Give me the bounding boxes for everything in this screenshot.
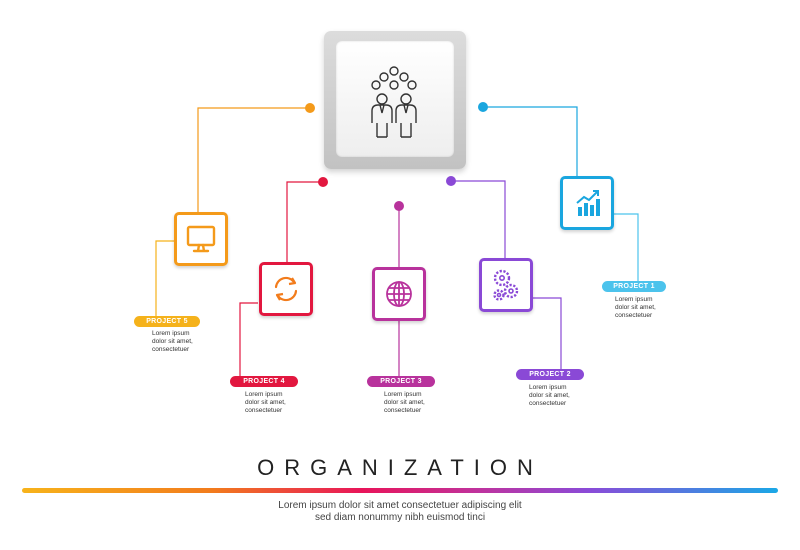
desc-line: dolor sit amet, — [529, 392, 570, 399]
globe-icon — [386, 281, 412, 307]
desc-line: dolor sit amet, — [615, 304, 656, 311]
desc-line: consectetuer — [615, 312, 653, 319]
project-1-label: PROJECT 1 — [602, 281, 666, 292]
project-3-description: Lorem ipsum dolor sit amet, consectetuer — [384, 391, 454, 415]
project-2-label: PROJECT 2 — [516, 369, 584, 380]
footer-text: Lorem ipsum dolor sit amet consectetuer … — [0, 500, 800, 524]
connector-dot-project-2 — [446, 176, 456, 186]
desc-line: Lorem ipsum — [152, 330, 190, 337]
desc-line: dolor sit amet, — [384, 399, 425, 406]
desc-line: Lorem ipsum — [615, 296, 653, 303]
desc-line: consectetuer — [152, 346, 190, 353]
connector-dot-project-3 — [394, 201, 404, 211]
organization-hub[interactable] — [324, 31, 466, 169]
hub-face — [336, 41, 454, 157]
project-5-label: PROJECT 5 — [134, 316, 200, 327]
project-1-node[interactable] — [560, 176, 614, 230]
project-3-label: PROJECT 3 — [367, 376, 435, 387]
connector-dot-project-4 — [318, 177, 328, 187]
connector-dot-project-5 — [305, 103, 315, 113]
footer-line-2: sed diam nonummy nibh euismod tinci — [314, 512, 486, 523]
desc-line: dolor sit amet, — [245, 399, 286, 406]
refresh-icon — [274, 276, 298, 302]
desc-line: consectetuer — [529, 400, 567, 407]
project-5-node[interactable] — [174, 212, 228, 266]
project-3-node[interactable] — [372, 267, 426, 321]
desc-line: consectetuer — [384, 407, 422, 414]
chart-icon — [576, 190, 600, 216]
desc-line: dolor sit amet, — [152, 338, 193, 345]
leader-project-4 — [239, 302, 258, 376]
leader-project-1 — [614, 213, 639, 282]
project-4-node[interactable] — [259, 262, 313, 316]
monitor-icon — [186, 225, 216, 253]
desc-line: consectetuer — [245, 407, 283, 414]
gears-icon — [493, 269, 519, 301]
project-4-label: PROJECT 4 — [230, 376, 298, 387]
diagram-title: ORGANIZATION — [257, 455, 543, 480]
project-2-node[interactable] — [479, 258, 533, 312]
project-4-description: Lorem ipsum dolor sit amet, consectetuer — [245, 391, 315, 415]
team-icon — [371, 66, 417, 138]
desc-line: Lorem ipsum — [384, 391, 422, 398]
connector-project-2 — [451, 180, 506, 258]
leader-project-2 — [533, 297, 562, 369]
gradient-divider — [22, 488, 778, 493]
leader-project-5 — [155, 240, 175, 316]
connector-dot-project-1 — [478, 102, 488, 112]
connector-project-1 — [483, 106, 578, 178]
connector-project-5 — [197, 107, 310, 212]
footer-line-1: Lorem ipsum dolor sit amet consectetuer … — [278, 500, 522, 511]
project-1-description: Lorem ipsum dolor sit amet, consectetuer — [615, 296, 685, 320]
desc-line: Lorem ipsum — [529, 384, 567, 391]
project-5-description: Lorem ipsum dolor sit amet, consectetuer — [152, 330, 222, 354]
desc-line: Lorem ipsum — [245, 391, 283, 398]
connector-project-4 — [286, 181, 323, 262]
project-2-description: Lorem ipsum dolor sit amet, consectetuer — [529, 384, 599, 408]
